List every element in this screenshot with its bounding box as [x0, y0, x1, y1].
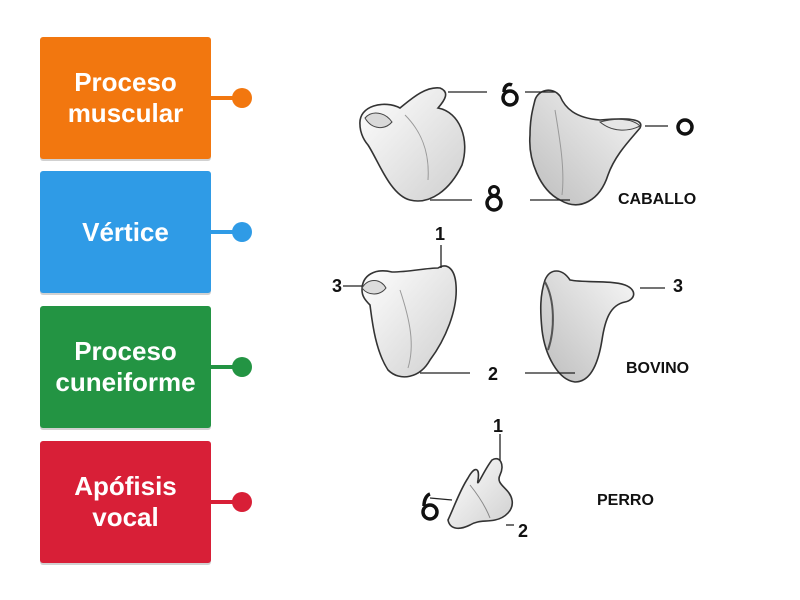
drop-pin[interactable] [232, 222, 252, 242]
card-label: Proceso muscular [67, 67, 184, 128]
marker-3-bovine-right: 3 [673, 276, 683, 296]
marker-symbol-c [485, 185, 503, 212]
drop-pin[interactable] [232, 492, 252, 512]
card-label: Proceso cuneiforme [55, 336, 196, 397]
card-vertice[interactable]: Vértice [40, 171, 211, 293]
card-apofisis-vocal[interactable]: Apófisis vocal [40, 441, 211, 563]
marker-2-dog: 2 [518, 521, 528, 541]
species-label-dog: PERRO [597, 492, 654, 509]
dog-cartilage [447, 457, 514, 530]
species-label-bovine: BOVINO [626, 360, 689, 377]
bovine-cartilage-right [539, 270, 635, 383]
leader-line [429, 497, 453, 501]
marker-1-bovine: 1 [435, 224, 445, 244]
marker-3-bovine-left: 3 [332, 276, 342, 296]
bovine-cartilage-left [361, 265, 457, 378]
arytenoid-cartilage-diagram: CABALLO 1 3 3 2 BOVINO 1 2 PERRO [332, 82, 696, 541]
marker-1-dog: 1 [493, 416, 503, 436]
horse-cartilage-right [529, 89, 642, 206]
connector-line [211, 96, 241, 100]
marker-symbol-dog [421, 492, 439, 521]
marker-symbol-b [676, 118, 694, 136]
species-label-horse: CABALLO [618, 191, 696, 208]
card-proceso-muscular[interactable]: Proceso muscular [40, 37, 211, 159]
horse-cartilage-left [359, 87, 466, 202]
marker-2-bovine: 2 [488, 364, 498, 384]
drop-pin[interactable] [232, 357, 252, 377]
card-proceso-cuneiforme[interactable]: Proceso cuneiforme [40, 306, 211, 428]
card-label: Apófisis vocal [74, 471, 177, 532]
drop-pin[interactable] [232, 88, 252, 108]
card-label: Vértice [82, 216, 169, 247]
connector-line [211, 500, 241, 504]
connector-line [211, 365, 241, 369]
marker-symbol-a [501, 82, 519, 107]
connector-line [211, 230, 241, 234]
